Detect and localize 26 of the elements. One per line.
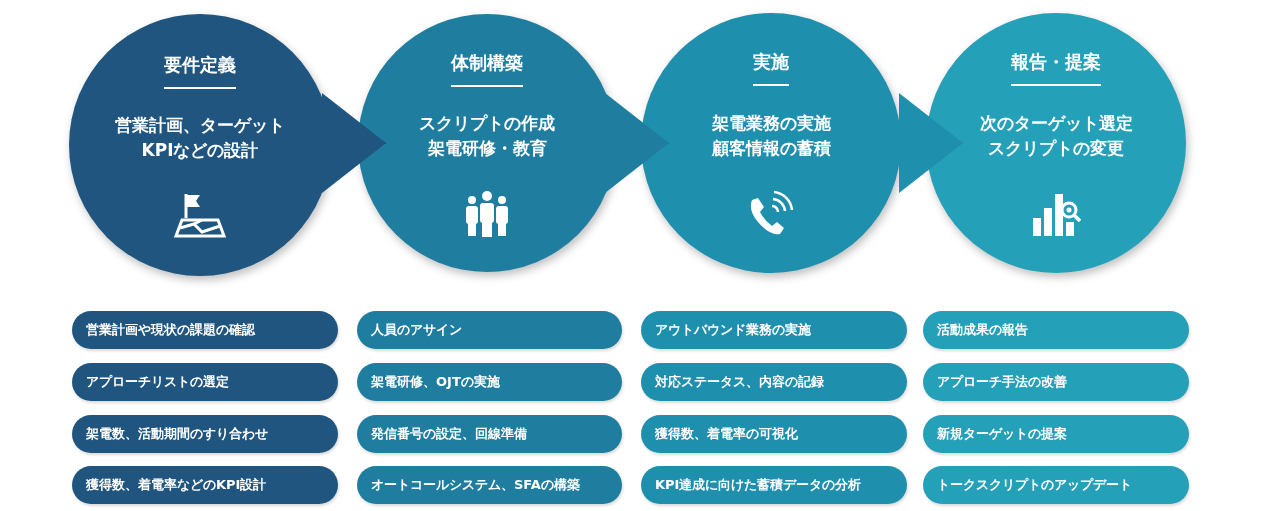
task-pill: アウトバウンド業務の実施 [641,311,907,349]
step-title: 体制構築 [451,51,523,87]
pointer-arrow [319,93,387,193]
step-description: スクリプトの作成架電研修・教育 [418,112,556,160]
task-pill: 架電数、活動期間のすり合わせ [72,415,338,453]
task-pill: アプローチリストの選定 [72,363,338,401]
task-pill: アプローチ手法の改善 [923,363,1189,401]
task-pill: トークスクリプトのアップデート [923,466,1189,504]
task-pill: 対応ステータス、内容の記録 [641,363,907,401]
task-pill: 人員のアサイン [357,311,622,349]
step-title: 実施 [753,50,789,86]
step-title: 報告・提案 [1011,50,1101,86]
task-pill: 発信番号の設定、回線準備 [357,415,622,453]
step-title: 要件定義 [164,53,236,89]
task-pill: 活動成果の報告 [923,311,1189,349]
pointer-arrow [602,93,670,193]
task-pill: KPI達成に向けた蓄積データの分析 [641,466,907,504]
task-pill: 獲得数、着電率の可視化 [641,415,907,453]
step-description: 架電業務の実施顧客情報の蓄積 [710,112,832,160]
task-pill: 営業計画や現状の課題の確認 [72,311,338,349]
task-pill: 架電研修、OJTの実施 [357,363,622,401]
step-description: 営業計画、ターゲットKPIなどの設計 [114,114,286,162]
task-pill: オートコールシステム、SFAの構築 [357,466,622,504]
step-description: 次のターゲット選定スクリプトの変更 [978,112,1134,160]
task-pill: 新規ターゲットの提案 [923,415,1189,453]
task-pill: 獲得数、着電率などのKPI設計 [72,466,338,504]
